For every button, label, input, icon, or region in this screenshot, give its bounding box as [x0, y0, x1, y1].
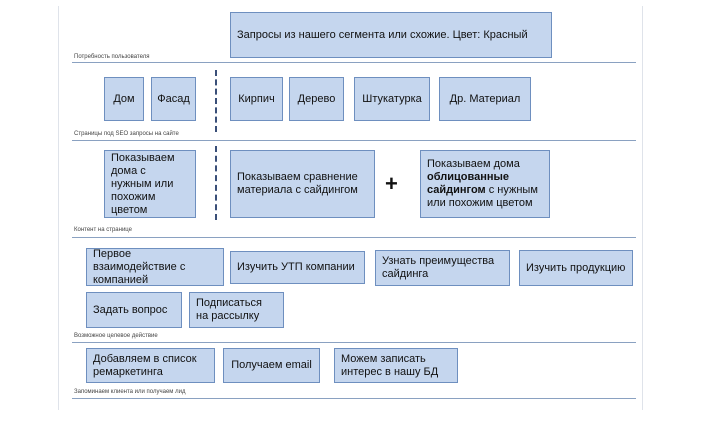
action-first-contact: Первое взаимодействие с компанией [86, 248, 224, 286]
section-label-page-content: Контент на странице [74, 227, 133, 233]
page-wood-label: Дерево [297, 92, 336, 105]
content-houses-color-text: Показываем дома с нужным или похожим цве… [111, 151, 175, 216]
dashed-divider-top [215, 70, 217, 132]
query-box: Запросы из нашего сегмента или схожие. Ц… [230, 12, 552, 58]
action-usp: Изучить УТП компании [230, 251, 365, 284]
action-usp-text: Изучить УТП компании [237, 261, 355, 273]
section-label-seo-pages: Страницы под SEO запросы на сайте [74, 131, 179, 137]
action-products: Изучить продукцию [519, 250, 633, 286]
page-other-material: Др. Материал [439, 77, 531, 121]
action-advantages: Узнать преимущества сайдинга [375, 250, 510, 286]
lead-remarketing: Добавляем в список ремаркетинга [86, 348, 215, 383]
section-label-target-action: Возможное целевое действие [74, 333, 158, 339]
action-subscribe: Подписаться на рассылку [189, 292, 284, 328]
action-ask: Задать вопрос [86, 292, 182, 328]
page-other-material-label: Др. Материал [449, 92, 521, 105]
query-box-text: Запросы из нашего сегмента или схожие. Ц… [237, 28, 528, 41]
separator-5 [72, 398, 636, 399]
content-faced-siding-text: Показываем дома облицованные сайдингом с… [427, 158, 543, 210]
action-first-contact-text: Первое взаимодействие с компанией [93, 247, 186, 286]
separator-4 [72, 342, 636, 343]
faced-suffix: с нужным или похожим цветом [427, 184, 538, 209]
plus-sign: + [385, 171, 398, 196]
content-houses-color: Показываем дома с нужным или похожим цве… [104, 150, 196, 218]
frame-right-border [642, 6, 643, 410]
page-brick: Кирпич [230, 77, 283, 121]
content-compare-text: Показываем сравнение материала с сайдинг… [237, 171, 358, 196]
page-facade-label: Фасад [157, 92, 190, 105]
separator-1 [72, 62, 636, 63]
section-label-user-need: Потребность пользователя [74, 54, 150, 60]
action-products-text: Изучить продукцию [526, 261, 626, 274]
page-wood: Дерево [289, 77, 344, 121]
page-house-label: Дом [113, 92, 135, 105]
lead-email-text: Получаем email [231, 359, 312, 371]
page-facade: Фасад [151, 77, 196, 121]
content-faced-siding: Показываем дома облицованные сайдингом с… [420, 150, 550, 218]
action-ask-text: Задать вопрос [93, 303, 168, 316]
dashed-divider-bottom [215, 146, 217, 220]
separator-2 [72, 140, 636, 141]
separator-3 [72, 237, 636, 238]
faced-bold: облицованные сайдингом [427, 171, 510, 196]
frame-left-border [58, 6, 59, 410]
page-plaster: Штукатурка [354, 77, 430, 121]
section-label-remember-client: Запоминаем клиента или получаем лид [74, 389, 186, 395]
lead-database: Можем записать интерес в нашу БД [334, 348, 458, 383]
lead-remarketing-text: Добавляем в список ремаркетинга [93, 352, 197, 378]
page-brick-label: Кирпич [238, 92, 275, 105]
faced-prefix: Показываем дома [427, 158, 520, 170]
lead-database-text: Можем записать интерес в нашу БД [341, 352, 439, 378]
content-compare: Показываем сравнение материала с сайдинг… [230, 150, 375, 218]
action-subscribe-text: Подписаться на рассылку [196, 297, 262, 322]
action-advantages-text: Узнать преимущества сайдинга [382, 255, 495, 280]
page-house: Дом [104, 77, 144, 121]
page-plaster-label: Штукатурка [362, 92, 422, 105]
lead-email: Получаем email [223, 348, 320, 383]
